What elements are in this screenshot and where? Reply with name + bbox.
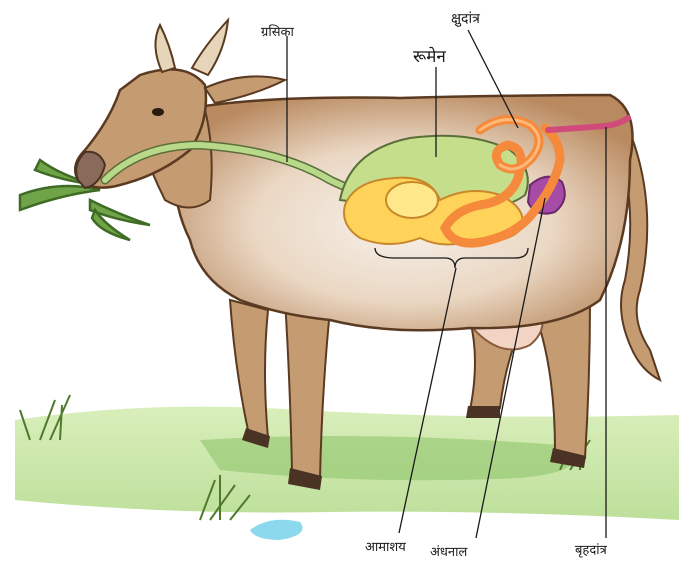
stomach-chamber: [386, 182, 438, 218]
cow-horn-right: [192, 20, 228, 75]
cow-eye: [152, 108, 164, 116]
stomach-label: आमाशय: [365, 537, 406, 555]
rumen-label: रूमेन: [413, 44, 446, 67]
small-intestine-label: क्षुदांत्र: [451, 9, 480, 28]
water-patch: [250, 520, 303, 540]
caecum-label: अंधनाल: [430, 542, 467, 560]
large-intestine-label: बृहदांत्र: [575, 540, 607, 558]
cow-horn-left: [155, 25, 175, 72]
esophagus-label: ग्रसिका: [261, 22, 294, 40]
